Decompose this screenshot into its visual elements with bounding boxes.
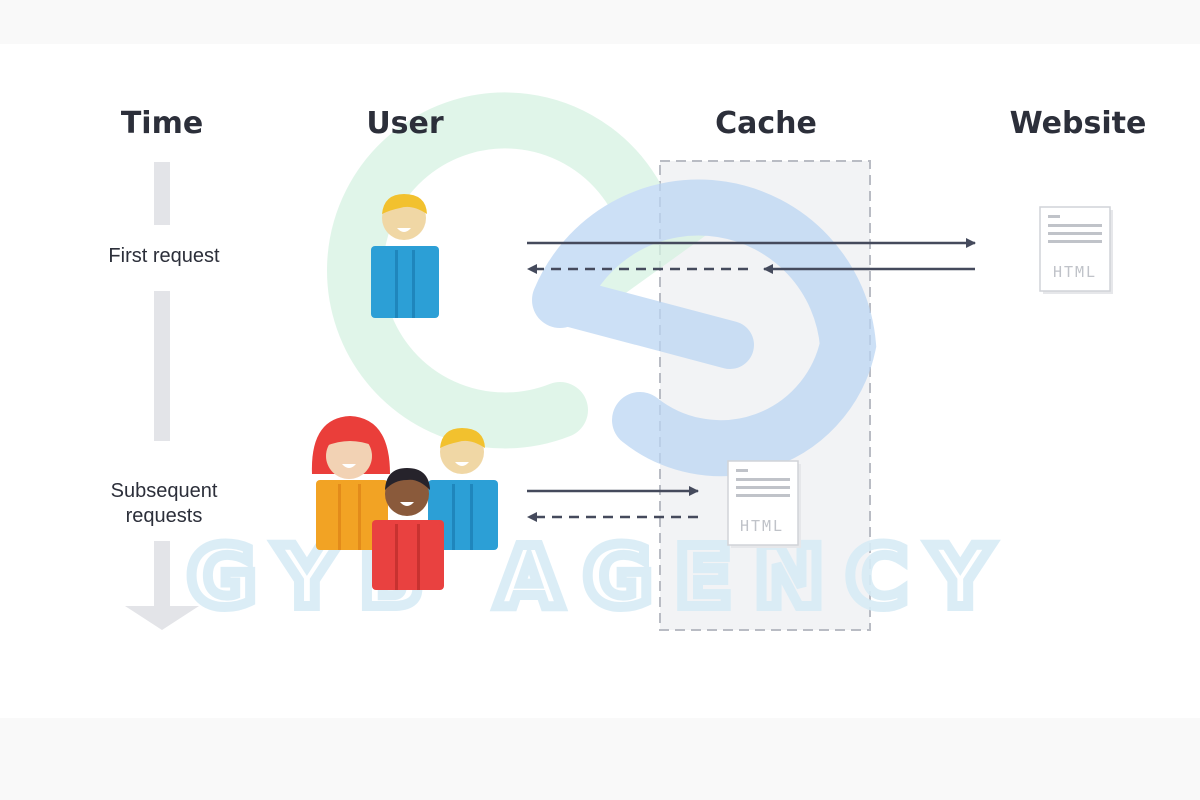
user-group-subsequent — [311, 416, 498, 590]
row-label-first-request: First request — [108, 245, 220, 267]
cache-html-label: HTML — [740, 517, 784, 535]
column-heading-time: Time — [120, 106, 204, 141]
bottom-band — [0, 718, 1200, 800]
timeline-arrow-head — [125, 606, 199, 630]
row-label-subsequent-line1: Subsequent — [110, 480, 218, 502]
website-html-label: HTML — [1053, 263, 1097, 281]
timeline-segment — [154, 541, 170, 607]
website-html-document: HTML — [1039, 206, 1113, 294]
timeline-segment — [154, 291, 170, 441]
top-band — [0, 0, 1200, 44]
watermark-text: GYB AGENCY — [187, 528, 1012, 626]
user-avatar-first — [371, 194, 439, 318]
timeline-segment — [154, 162, 170, 225]
column-heading-user: User — [366, 106, 444, 141]
column-heading-website: Website — [1009, 106, 1147, 141]
timeline — [125, 162, 199, 630]
cache-html-document: HTML — [727, 460, 801, 548]
column-heading-cache: Cache — [715, 106, 817, 141]
row-label-subsequent-line2: requests — [125, 505, 203, 527]
watermark-logo — [327, 92, 877, 477]
